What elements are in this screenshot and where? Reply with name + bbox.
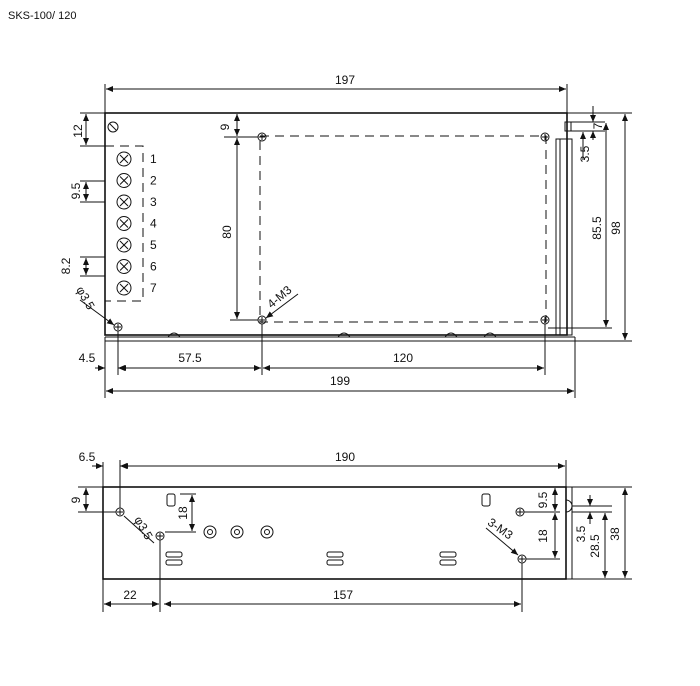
dim-hole-vertical-span: 80 <box>220 225 234 239</box>
terminal-screw-icon <box>116 280 132 296</box>
side-flange <box>555 138 573 336</box>
vent-slots <box>165 493 491 566</box>
dim-hole-offset-x: 57.5 <box>178 351 202 365</box>
terminal-number: 4 <box>150 217 157 231</box>
dim-right-small-1: 7 <box>591 122 605 129</box>
drawing-title: SKS-100/ 120 <box>8 10 77 22</box>
dim-terminal-pitch-a: 9.5 <box>69 182 83 199</box>
mount-hole-icon <box>113 132 550 332</box>
dim-right-height-total: 98 <box>609 221 623 235</box>
side-dim-right-span: 18 <box>536 529 550 543</box>
side-dim-left-offset: 6.5 <box>79 450 96 464</box>
terminal-number: 7 <box>150 281 157 295</box>
side-dim-slot-height: 18 <box>176 506 190 520</box>
dim-right-small-2: 3.5 <box>578 145 592 162</box>
side-dim-right-small: 3.5 <box>574 525 588 542</box>
terminal-block <box>104 145 144 302</box>
side-dim-right-mid: 28.5 <box>588 534 602 558</box>
dim-hole-span-x: 120 <box>393 351 413 365</box>
terminal-number: 1 <box>150 152 157 166</box>
pcb-outline <box>259 135 547 323</box>
dim-terminal-offset: 12 <box>71 124 85 138</box>
dim-total-width: 199 <box>330 374 350 388</box>
dim-terminal-pitch-b: 8.2 <box>59 257 73 274</box>
terminal-number: 5 <box>150 238 157 252</box>
side-dim-height: 38 <box>608 527 622 541</box>
terminal-screw-icon <box>116 237 132 253</box>
terminal-number: 2 <box>150 174 157 188</box>
terminal-screw-icon <box>116 194 132 210</box>
terminal-number: 6 <box>150 260 157 274</box>
side-mount-holes-label: 3-M3 <box>485 515 516 542</box>
side-view: 6.5 190 9 φ3.5 18 9.5 18 3-M3 3.5 <box>69 450 632 612</box>
dim-left-offset: 4.5 <box>79 351 96 365</box>
dim-right-height-inner: 85.5 <box>590 216 604 240</box>
dim-hole-top-offset: 9 <box>218 123 232 130</box>
terminal-screws: 1 2 3 4 5 6 7 <box>116 151 157 296</box>
dim-hole-diameter: φ3.5 <box>73 284 98 312</box>
dim-width-top: 197 <box>335 73 355 87</box>
side-view-outline <box>102 486 567 580</box>
adjust-pot-icon <box>203 525 274 539</box>
side-dim-hole-offset: 22 <box>123 588 137 602</box>
side-dim-hole-diameter: φ3.5 <box>131 514 156 542</box>
side-dim-hole-top: 9 <box>69 496 83 503</box>
terminal-screw-icon <box>116 151 132 167</box>
side-dim-width: 190 <box>335 450 355 464</box>
terminal-screw-icon <box>116 259 132 274</box>
top-view-outline <box>104 112 568 336</box>
terminal-number: 3 <box>150 195 157 209</box>
terminal-screw-icon <box>116 173 132 188</box>
mount-holes-label: 4-M3 <box>264 283 294 312</box>
side-dim-right-top: 9.5 <box>536 491 550 508</box>
side-dim-hole-span: 157 <box>333 588 353 602</box>
ground-screw-icon <box>107 121 119 133</box>
terminal-screw-icon <box>116 216 132 231</box>
